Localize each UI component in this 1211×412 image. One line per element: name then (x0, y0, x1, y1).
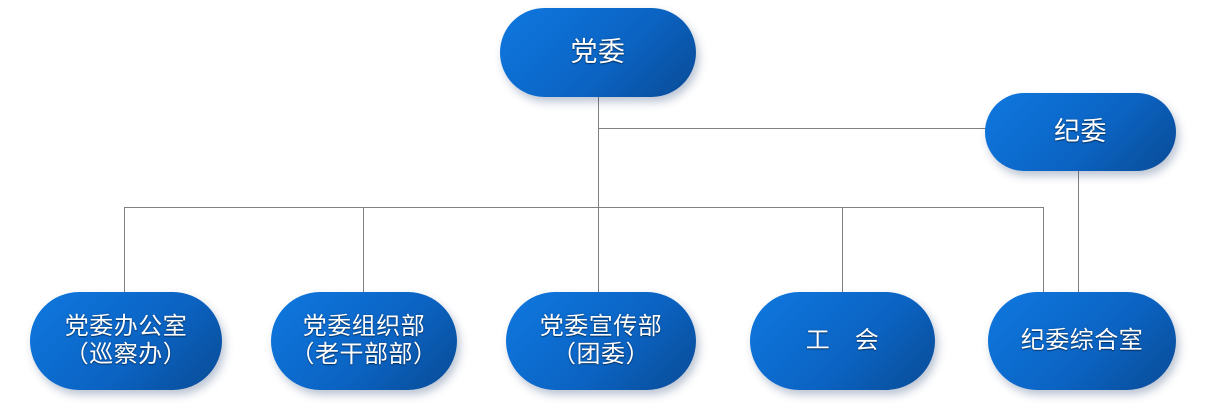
connector-root-to-jiwei (598, 128, 986, 129)
node-label: 工 会 (805, 327, 880, 354)
node-label: 纪委综合室 (1020, 327, 1144, 354)
connector-jiwei-to-zonghe (1078, 170, 1079, 293)
connector-drop-3 (598, 207, 599, 293)
connector-drop-1 (124, 207, 125, 293)
connector-drop-2 (363, 207, 364, 293)
node-organization-department[interactable]: 党委组织部 （老干部部） (271, 292, 457, 390)
connector-root-stem (598, 96, 599, 208)
node-discipline-general-office[interactable]: 纪委综合室 (988, 292, 1176, 390)
node-party-committee[interactable]: 党委 (500, 8, 696, 97)
node-label: 纪委 (1053, 116, 1107, 146)
node-propaganda-department[interactable]: 党委宣传部 （团委） (506, 292, 696, 390)
node-label: 党委办公室 （巡察办） (64, 313, 188, 368)
connector-drop-5 (1043, 207, 1044, 293)
node-label: 党委宣传部 （团委） (539, 313, 663, 368)
node-discipline-committee[interactable]: 纪委 (985, 93, 1176, 171)
node-label: 党委组织部 （老干部部） (290, 313, 438, 368)
node-label: 党委 (570, 36, 626, 67)
connector-bus (124, 207, 1044, 208)
node-labor-union[interactable]: 工 会 (750, 292, 935, 390)
node-party-office[interactable]: 党委办公室 （巡察办） (30, 292, 222, 390)
connector-drop-4 (842, 207, 843, 293)
